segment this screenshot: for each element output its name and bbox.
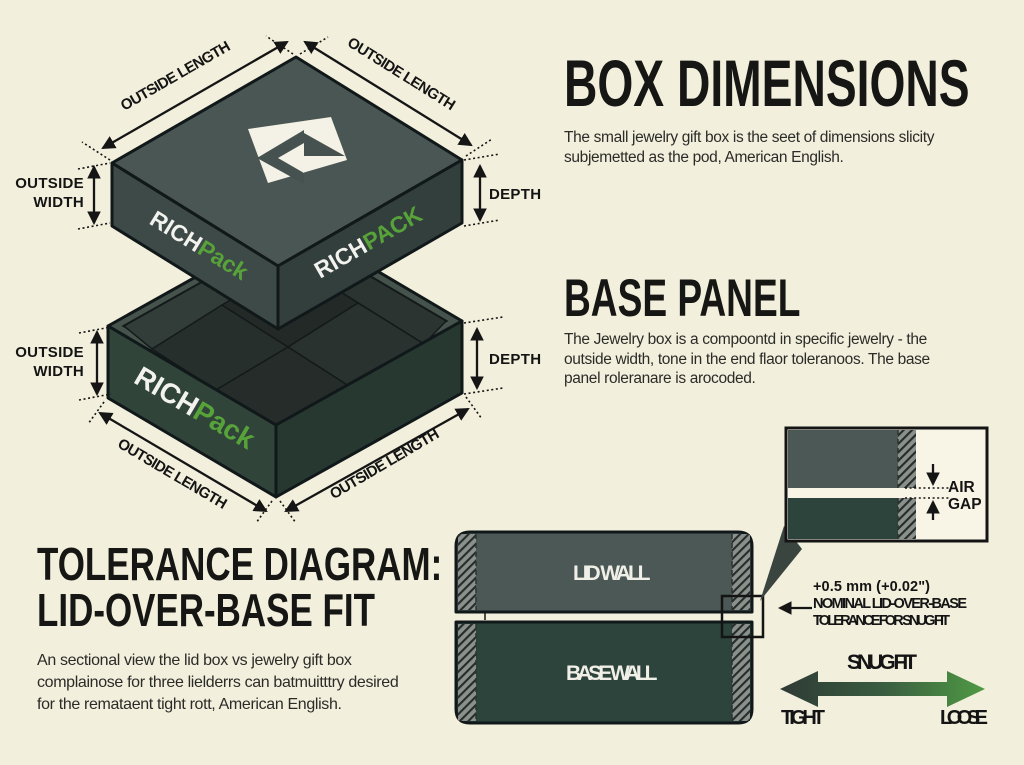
box-dimensions-body-line-1: The small jewelry gift box is the seet o… xyxy=(564,129,935,146)
tolerance-note-line-3: TOLERANCE FOR SNUG FIT xyxy=(813,613,950,629)
tolerance-title-line-2: LID-OVER-BASE FIT xyxy=(37,584,375,636)
detail-connector-wedge xyxy=(760,526,802,601)
detail-callout-box xyxy=(720,594,765,639)
fit-scale-title: SNUG FIT xyxy=(847,651,917,674)
air-gap-label-2: GAP xyxy=(948,496,982,513)
tolerance-body-line-2: complainose for three lielderrs can batm… xyxy=(37,674,399,691)
lid-face-right xyxy=(276,158,464,331)
dim-label-base-width-2: WIDTH xyxy=(33,363,84,380)
base-panel-body-line-2: outside width, tone in the end flaor tol… xyxy=(564,350,930,368)
tolerance-title-line-1: TOLERANCE DIAGRAM: xyxy=(37,538,443,590)
dim-label-lid-depth: DEPTH xyxy=(489,186,541,203)
box-dimensions-title: BOX DIMENSIONS xyxy=(564,46,970,120)
dim-label-base-depth: DEPTH xyxy=(489,351,541,368)
air-gap-label-1: AIR xyxy=(948,479,975,496)
dim-arrow-base-length-left xyxy=(98,411,268,513)
section-tolerance-diagram: TOLERANCE DIAGRAM: LID-OVER-BASE FIT An … xyxy=(37,541,570,716)
tolerance-title: TOLERANCE DIAGRAM: LID-OVER-BASE FIT xyxy=(37,541,442,633)
detail-lid-hatch xyxy=(898,430,916,488)
detail-base-hatch xyxy=(898,498,916,539)
base-panel-body-line-1: The Jewelry box is a compoontd in specif… xyxy=(564,331,927,348)
base-wall-label: BASE WALL xyxy=(566,662,658,685)
dim-arrow-base-length-right xyxy=(284,407,470,513)
tolerance-body-line-3: for the remataent tight rott, American E… xyxy=(37,696,342,713)
fit-scale-arrow xyxy=(780,671,985,707)
tolerance-body: An sectional view the lid box vs jewelry… xyxy=(37,650,570,716)
tolerance-note-line-2: NOMINAL LID-OVER-BASE xyxy=(813,596,967,612)
box-dimensions-body-line-2: subjemetted as the pod, American English… xyxy=(564,148,844,166)
dim-label-lid-width-1: OUTSIDE xyxy=(15,175,84,192)
box-dimensions-body: The small jewelry gift box is the seet o… xyxy=(564,128,1024,167)
dim-arrow-lid-length-left xyxy=(101,40,289,150)
dim-label-lid-width-2: WIDTH xyxy=(33,194,84,211)
base-wall-block xyxy=(454,620,754,725)
tolerance-note-line-1: +0.5 mm (+0.02") xyxy=(813,579,930,595)
dim-label-base-width-1: OUTSIDE xyxy=(15,344,84,361)
base-panel-title: BASE PANEL xyxy=(564,269,801,328)
base-panel-body-line-3: panel roleranare is arocoded. xyxy=(564,370,756,387)
tolerance-note: +0.5 mm (+0.02") NOMINAL LID-OVER-BASE T… xyxy=(777,579,967,629)
lid-wall-block xyxy=(454,530,754,614)
section-base-panel: BASE PANEL The Jewelry box is a compoont… xyxy=(564,272,930,389)
base-wall-hatch-left xyxy=(458,624,476,721)
dim-arrow-lid-length-right xyxy=(303,40,473,147)
lid-wall-hatch-left xyxy=(458,534,476,610)
wall-section: LID WALL BASE WALL xyxy=(454,526,802,725)
air-gap-detail: AIR GAP xyxy=(784,426,989,543)
detail-lid-block xyxy=(788,430,916,488)
detail-base-block xyxy=(788,498,916,539)
fit-scale: SNUG FIT TIGHT LOOSE xyxy=(780,651,988,729)
lid-wall-label: LID WALL xyxy=(573,562,651,585)
section-box-dimensions: BOX DIMENSIONS The small jewelry gift bo… xyxy=(564,50,1024,167)
base-wall-hatch-right xyxy=(732,624,750,721)
tolerance-body-line-1: An sectional view the lid box vs jewelry… xyxy=(37,652,352,669)
lid-wall-hatch-right xyxy=(732,534,750,610)
base-panel-body: The Jewelry box is a compoontd in specif… xyxy=(564,330,930,389)
fit-scale-loose-label: LOOSE xyxy=(940,707,988,729)
fit-scale-tight-label: TIGHT xyxy=(781,707,825,729)
